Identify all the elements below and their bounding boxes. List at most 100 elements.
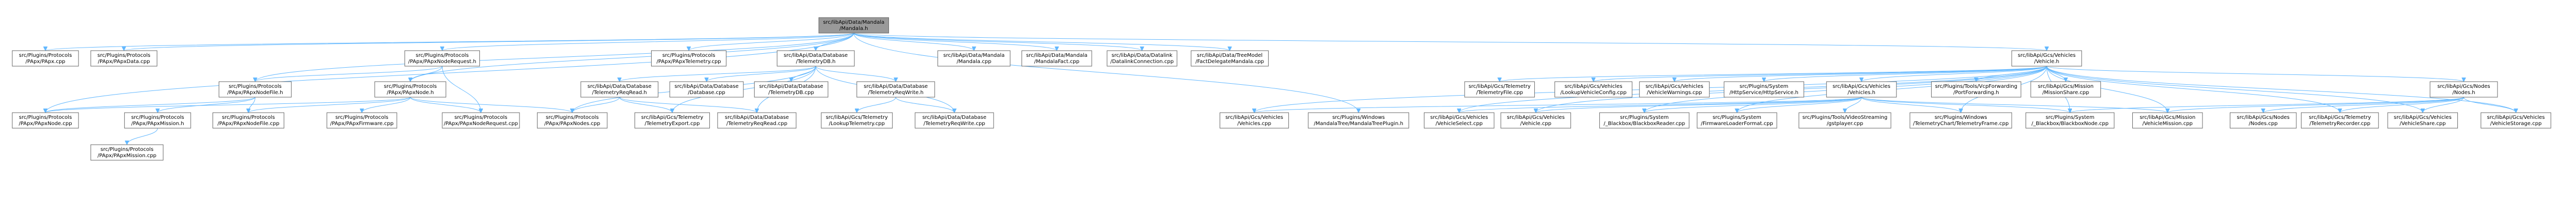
graph-node-n22[interactable]: src/Plugins/Tools/VcpForwarding/PortForw… — [1931, 81, 2021, 98]
edge-n5-n13 — [620, 66, 816, 82]
graph-node-n43[interactable]: src/Plugins/System/_Blackbox/BlackboxNod… — [2026, 112, 2115, 129]
graph-node-n10[interactable]: src/libApi/Gcs/Vehicles/Vehicle.h — [2011, 50, 2082, 67]
graph-node-n25[interactable]: src/Plugins/Protocols/PApx/PApxNode.cpp — [12, 112, 79, 129]
node-box — [1696, 112, 1777, 129]
edge-n16-n34 — [895, 97, 954, 113]
graph-node-n38[interactable]: src/libApi/Gcs/Vehicles/Vehicle.cpp — [1500, 112, 1571, 129]
graph-node-n37[interactable]: src/libApi/Gcs/Vehicles/VehicleSelect.cp… — [1423, 112, 1495, 129]
node-box — [1724, 81, 1804, 98]
graph-node-root[interactable]: src/libApi/Data/Mandala/Mandala.h — [818, 17, 889, 34]
node-label-line: src/Plugins/System — [2046, 115, 2094, 120]
edge-n5-n14 — [707, 66, 816, 82]
node-label-line: /Nodes.cpp — [2249, 121, 2278, 127]
graph-node-n4[interactable]: src/Plugins/Protocols/PApx/PApxTelemetry… — [651, 50, 727, 67]
graph-node-n45[interactable]: src/libApi/Gcs/Nodes/Nodes.cpp — [2230, 112, 2297, 129]
node-label-line: src/libApi/Data/Mandala — [823, 20, 884, 25]
graph-node-n29[interactable]: src/Plugins/Protocols/PApx/PApxNodeReque… — [442, 112, 520, 129]
graph-node-n14[interactable]: src/libApi/Data/Database/Database.cpp — [669, 81, 744, 98]
graph-node-n11[interactable]: src/Plugins/Protocols/PApx/PApxNodeFile.… — [218, 81, 292, 98]
node-label-line: /PApx/PApxNodeFile.cpp — [217, 121, 279, 127]
edge-n21-n44 — [1861, 97, 2167, 113]
node-label-line: src/libApi/Gcs/Vehicles — [2394, 115, 2452, 120]
node-label-line: src/Plugins/Protocols — [229, 84, 282, 89]
node-label-line: /PApx/PApx.cpp — [25, 59, 65, 65]
edge-root-n9 — [853, 33, 1230, 51]
graph-node-n36[interactable]: src/Plugins/Windows/MandalaTree/MandalaT… — [1308, 112, 1409, 129]
node-box — [327, 112, 397, 129]
graph-node-n19[interactable]: src/libApi/Gcs/Vehicles/VehicleWarnings.… — [1639, 81, 1710, 98]
node-label-line: src/Plugins/Tools/VideoStreaming — [1803, 115, 1888, 120]
edge-n12-n30 — [410, 97, 572, 113]
graph-node-n21[interactable]: src/libApi/Gcs/Vehicles/Vehicles.h — [1826, 81, 1897, 98]
node-label-line: src/Plugins/Windows — [1332, 115, 1385, 120]
graph-node-n1[interactable]: src/Plugins/Protocols/PApx/PApx.cpp — [12, 50, 79, 67]
node-label-line: /PApx/PApxNodeRequest.cpp — [444, 121, 518, 127]
graph-node-n16[interactable]: src/libApi/Data/Database/TelemetryReqWri… — [856, 81, 935, 98]
edge-root-n11 — [255, 33, 854, 82]
graph-node-n15[interactable]: src/libApi/Data/Database/TelemetryDB.cpp — [754, 81, 829, 98]
node-label-line: src/libApi/Gcs/Vehicles — [1565, 84, 1623, 89]
graph-node-n9[interactable]: src/libApi/Data/TreeModel/FactDelegateMa… — [1191, 50, 1269, 67]
node-label-line: src/libApi/Data/Database — [784, 53, 848, 58]
graph-node-n44[interactable]: src/libApi/Gcs/Mission/VehicleMission.cp… — [2132, 112, 2203, 129]
graph-node-n7[interactable]: src/libApi/Data/Mandala/MandalaFact.cpp — [1022, 50, 1092, 67]
graph-node-n39[interactable]: src/Plugins/System/_Blackbox/BlackboxRea… — [1599, 112, 1690, 129]
node-label-line: /VehicleWarnings.cpp — [1647, 90, 1702, 96]
node-box — [218, 81, 292, 98]
node-label-line: /LookupVehicleConfig.cpp — [1560, 90, 1626, 96]
graph-node-n5[interactable]: src/libApi/Data/Database/TelemetryDB.h — [776, 50, 855, 67]
graph-node-n23[interactable]: src/libApi/Gcs/Mission/MissionShare.cpp — [2030, 81, 2101, 98]
node-label-line: /PApx/PApxNodes.cpp — [544, 121, 600, 127]
graph-node-n41[interactable]: src/Plugins/Tools/VideoStreaming/gstplay… — [1799, 112, 1891, 129]
node-box — [12, 50, 79, 67]
graph-node-n3[interactable]: src/Plugins/Protocols/PApx/PApxNodeReque… — [404, 50, 480, 67]
graph-node-n49[interactable]: src/Plugins/Protocols/PApx/PApxMission.c… — [90, 144, 164, 161]
graph-node-n48[interactable]: src/libApi/Gcs/Vehicles/VehicleStorage.c… — [2481, 112, 2551, 129]
edge-n3-n11 — [255, 66, 443, 82]
graph-node-n30[interactable]: src/Plugins/Protocols/PApx/PApxNodes.cpp — [537, 112, 608, 129]
node-label-line: /PApx/PApxData.cpp — [98, 59, 150, 65]
node-label-line: /MandalaTree/MandalaTreePlugin.h — [1314, 121, 1403, 127]
edge-n24-n45 — [2263, 97, 2464, 113]
edge-root-n2 — [124, 33, 854, 51]
graph-node-n20[interactable]: src/Plugins/System/HttpService/HttpServi… — [1724, 81, 1804, 98]
node-label-line: /LookupTelemetry.cpp — [829, 121, 885, 127]
node-label-line: /PApx/PApxMission.h — [131, 121, 184, 127]
graph-node-n32[interactable]: src/libApi/Data/Database/TelemetryReqRea… — [717, 112, 797, 129]
graph-node-n24[interactable]: src/libApi/Gcs/Nodes/Nodes.h — [2429, 81, 2498, 98]
graph-node-n42[interactable]: src/Plugins/Windows/TelemetryChart/Telem… — [1909, 112, 2012, 129]
graph-node-n2[interactable]: src/Plugins/Protocols/PApx/PApxData.cpp — [90, 50, 157, 67]
graph-node-n31[interactable]: src/libApi/Gcs/Telemetry/TelemetryExport… — [634, 112, 710, 129]
graph-node-n18[interactable]: src/libApi/Gcs/Vehicles/LookupVehicleCon… — [1554, 81, 1632, 98]
edge-n11-n25 — [45, 97, 256, 113]
graph-node-n33[interactable]: src/libApi/Gcs/Telemetry/LookupTelemetry… — [821, 112, 893, 129]
graph-node-n34[interactable]: src/libApi/Data/Database/TelemetryReqWri… — [915, 112, 994, 129]
graph-node-n8[interactable]: src/libApi/Data/Datalink/DatalinkConnect… — [1107, 50, 1177, 67]
node-label-line: /MandalaFact.cpp — [1034, 59, 1080, 65]
node-label-line: /PortForwarding.h — [1953, 90, 1999, 96]
graph-node-n40[interactable]: src/Plugins/System/FirmwareLoaderFormat.… — [1696, 112, 1777, 129]
edge-n24-n48 — [2463, 97, 2516, 113]
node-label-line: src/Plugins/Protocols — [98, 53, 151, 58]
node-label-line: /TelemetryFile.cpp — [1476, 90, 1523, 96]
node-label-line: /Mandala.h — [839, 26, 868, 32]
node-label-line: /MissionShare.cpp — [2043, 90, 2089, 96]
graph-node-n28[interactable]: src/Plugins/Protocols/PApx/PApxFirmware.… — [327, 112, 397, 129]
graph-node-n47[interactable]: src/libApi/Gcs/Vehicles/VehicleShare.cpp — [2387, 112, 2458, 129]
node-box — [1826, 81, 1897, 98]
graph-node-n26[interactable]: src/Plugins/Protocols/PApx/PApxMission.h — [124, 112, 191, 129]
graph-node-n13[interactable]: src/libApi/Data/Database/TelemetryReqRea… — [580, 81, 659, 98]
graph-node-n35[interactable]: src/libApi/Gcs/Vehicles/Vehicles.cpp — [1220, 112, 1289, 129]
edge-n21-n41 — [1845, 97, 1862, 113]
node-box — [754, 81, 829, 98]
graph-node-n17[interactable]: src/libApi/Gcs/Telemetry/TelemetryFile.c… — [1464, 81, 1535, 98]
graph-node-n12[interactable]: src/Plugins/Protocols/PApx/PApxNode.h — [374, 81, 446, 98]
graph-node-n6[interactable]: src/libApi/Data/Mandala/Mandala.cpp — [937, 50, 1011, 67]
graph-node-n46[interactable]: src/libApi/Gcs/Telemetry/TelemetryRecord… — [2300, 112, 2379, 129]
graph-node-n27[interactable]: src/Plugins/Protocols/PApx/PApxNodeFile.… — [213, 112, 284, 129]
edge-n12-n29 — [410, 97, 481, 113]
node-label-line: /TelemetryRecorder.cpp — [2309, 121, 2370, 127]
node-label-line: src/libApi/Gcs/Vehicles — [2018, 53, 2076, 58]
edge-n13-n30 — [572, 97, 620, 113]
